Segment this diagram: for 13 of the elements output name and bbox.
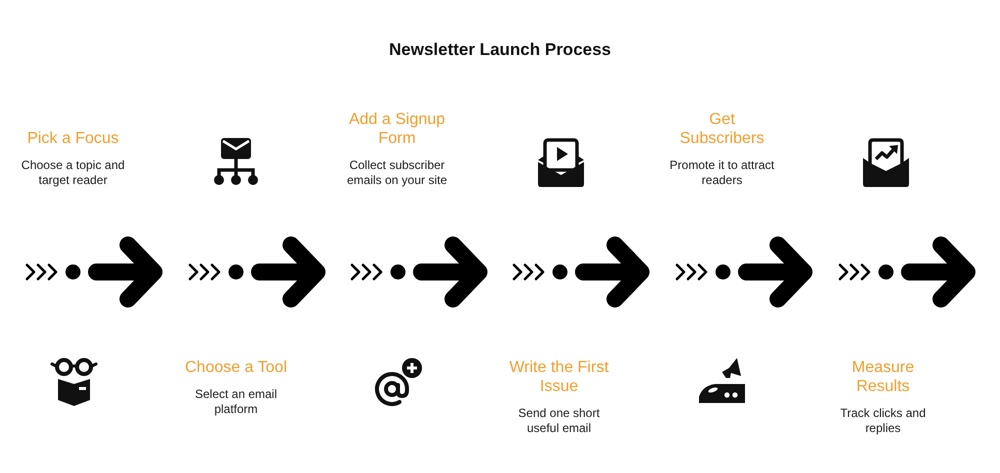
step-heading: Add a Signup Form bbox=[348, 110, 446, 148]
step-description: Promote it to attract readers bbox=[668, 158, 776, 188]
step-description: Choose a topic and target reader bbox=[20, 158, 126, 188]
step-heading: Measure Results bbox=[850, 358, 916, 396]
step-description: Track clicks and replies bbox=[839, 406, 927, 436]
step-description: Select an email platform bbox=[194, 387, 278, 417]
step-heading: Get Subscribers bbox=[678, 110, 766, 148]
step-description: Collect subscriber emails on your site bbox=[346, 158, 448, 188]
step-heading: Pick a Focus bbox=[27, 129, 119, 148]
diagram-title: Newsletter Launch Process bbox=[388, 39, 612, 61]
step-heading: Choose a Tool bbox=[185, 358, 287, 377]
step-description: Send one short useful email bbox=[517, 406, 601, 436]
step-heading: Write the First Issue bbox=[508, 358, 610, 396]
